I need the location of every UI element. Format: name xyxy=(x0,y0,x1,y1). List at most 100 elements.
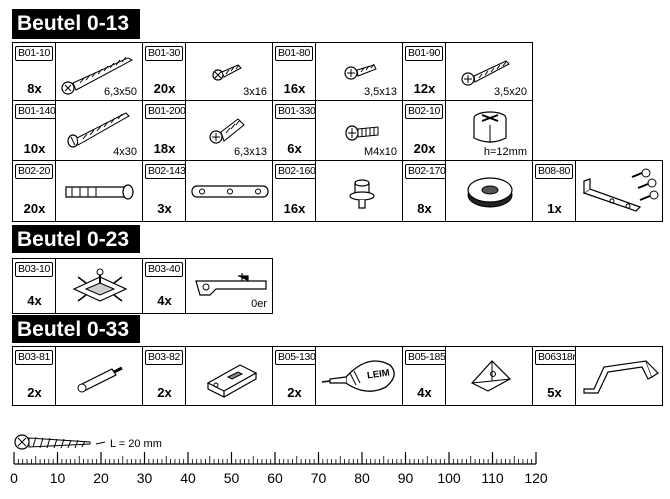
ruler-label: 90 xyxy=(397,470,414,486)
part-code: B01-330 xyxy=(275,104,319,119)
code-cell: B01-200 18x xyxy=(142,100,189,162)
image-cell: h=12mm xyxy=(445,100,533,162)
code-cell: B02-10 20x xyxy=(402,100,447,162)
code-cell: B01-140 10x xyxy=(12,100,59,162)
part-quantity: 20x xyxy=(23,201,46,216)
part-quantity: 20x xyxy=(153,81,176,96)
part-code: B01-90 xyxy=(405,46,444,61)
ruler-label: 80 xyxy=(354,470,370,486)
section-header-beutel-0-13: Beutel 0-13 xyxy=(12,9,140,39)
ruler-label: 10 xyxy=(49,470,66,486)
part-dimension: h=12mm xyxy=(483,146,527,158)
machine-screw-icon xyxy=(345,125,379,141)
image-cell xyxy=(55,346,143,406)
part-code: B03-10 xyxy=(15,262,54,277)
damper-holder-icon xyxy=(206,364,258,398)
ruler-label: 70 xyxy=(310,470,327,486)
part-quantity: 5x xyxy=(547,385,562,400)
felt-pad-icon xyxy=(467,177,513,208)
code-cell: B06318r 5x xyxy=(532,346,579,406)
image-cell: M4x10 xyxy=(315,100,403,162)
part-quantity: 12x xyxy=(413,81,436,96)
connecting-plate-icon xyxy=(191,185,269,198)
part-code: B01-80 xyxy=(275,46,314,61)
hinge-icon xyxy=(195,273,267,296)
part-code: B03-40 xyxy=(145,262,184,277)
part-code: B03-81 xyxy=(15,350,54,365)
image-cell xyxy=(445,160,533,222)
part-quantity: 4x xyxy=(27,293,42,308)
part-quantity: 16x xyxy=(283,81,306,96)
part-dimension: 6,3x50 xyxy=(103,86,137,98)
measurement-ruler xyxy=(13,434,537,465)
code-cell: B02-160 16x xyxy=(272,160,319,222)
shelf-pin-icon xyxy=(349,179,375,209)
part-code: B06318r xyxy=(535,350,579,365)
image-cell: 0er xyxy=(185,258,273,314)
image-cell: 6,3x13 xyxy=(185,100,273,162)
code-cell: B08-80 1x xyxy=(532,160,577,222)
handle-icon xyxy=(583,360,659,394)
screw-icon xyxy=(461,60,510,86)
part-code: B02-160 xyxy=(275,164,319,179)
image-cell xyxy=(575,346,663,406)
length-note: L = 20 mm xyxy=(110,438,162,450)
part-quantity: 10x xyxy=(23,141,46,156)
image-cell: 4x30 xyxy=(55,100,143,162)
code-cell: B01-330 6x xyxy=(272,100,319,162)
ruler-label: 100 xyxy=(437,470,461,486)
part-quantity: 4x xyxy=(157,293,172,308)
part-code: B08-80 xyxy=(535,164,574,179)
cam-lock-icon xyxy=(473,111,507,143)
code-cell: B03-82 2x xyxy=(142,346,187,406)
short-screw-icon xyxy=(344,63,377,80)
part-quantity: 2x xyxy=(287,385,302,400)
part-dimension: 3,5x20 xyxy=(493,86,527,98)
code-cell: B05-185 4x xyxy=(402,346,449,406)
part-code: B01-30 xyxy=(145,46,184,61)
image-cell xyxy=(575,160,663,222)
code-cell: B01-10 8x xyxy=(12,42,57,102)
part-code: B05-185 xyxy=(405,350,449,365)
part-dimension: 6,3x13 xyxy=(233,146,267,158)
code-cell: B02-170 8x xyxy=(402,160,449,222)
ruler-label: 30 xyxy=(136,470,153,486)
part-quantity: 20x xyxy=(413,141,436,156)
corner-wedge-icon xyxy=(471,360,511,392)
part-quantity: 6x xyxy=(287,141,302,156)
part-code: B02-10 xyxy=(405,104,444,119)
part-dimension: M4x10 xyxy=(363,146,397,158)
image-cell: 6,3x50 xyxy=(55,42,143,102)
bracket-with-screws-icon xyxy=(582,168,659,212)
part-quantity: 1x xyxy=(547,201,562,216)
code-cell: B03-81 2x xyxy=(12,346,57,406)
part-code: B02-143 xyxy=(145,164,189,179)
part-quantity: 4x xyxy=(417,385,432,400)
image-cell xyxy=(55,160,143,222)
section-header-beutel-0-23: Beutel 0-23 xyxy=(12,225,140,253)
part-code: B03-82 xyxy=(145,350,184,365)
glue-bottle-icon xyxy=(321,360,395,392)
part-quantity: 16x xyxy=(283,201,306,216)
short-screw-icon xyxy=(212,64,242,81)
image-cell xyxy=(55,258,143,314)
long-screw-icon xyxy=(61,56,134,95)
ruler-label: 60 xyxy=(267,470,283,486)
image-cell: LEIM xyxy=(315,346,403,406)
code-cell: B03-40 4x xyxy=(142,258,187,314)
part-code: B01-140 xyxy=(15,104,59,119)
code-cell: B02-143 3x xyxy=(142,160,189,222)
image-cell: 3,5x20 xyxy=(445,42,533,102)
image-cell: 3x16 xyxy=(185,42,273,102)
image-cell xyxy=(185,160,273,222)
image-cell xyxy=(315,160,403,222)
hinge-plate-icon xyxy=(72,268,128,302)
part-code: B02-20 xyxy=(15,164,54,179)
image-cell xyxy=(185,346,273,406)
section-header-beutel-0-33: Beutel 0-33 xyxy=(12,315,140,343)
ruler-label: 40 xyxy=(180,470,196,486)
wood-screw-icon xyxy=(209,118,245,144)
ruler-label: 50 xyxy=(223,470,240,486)
image-cell: 3,5x13 xyxy=(315,42,403,102)
reference-screw-icon xyxy=(14,434,91,450)
